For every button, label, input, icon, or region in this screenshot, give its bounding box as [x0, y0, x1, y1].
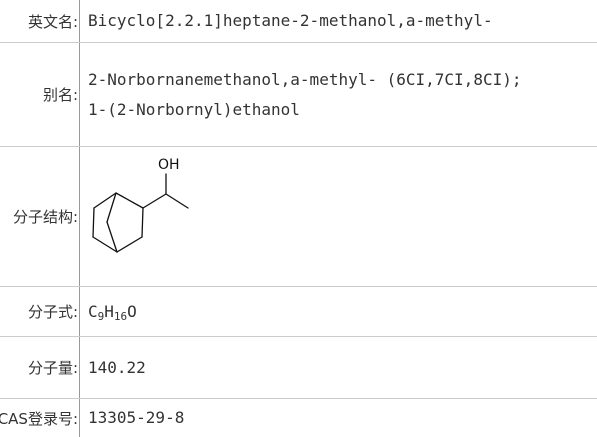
- structure-label: 分子结构:: [0, 147, 80, 286]
- cas-text: 13305-29-8: [88, 408, 185, 427]
- bridge-bond-2: [106, 221, 118, 253]
- row-cas: CAS登录号: 13305-29-8: [0, 399, 597, 437]
- formula-text: C9H16O: [88, 301, 137, 323]
- row-formula: 分子式: C9H16O: [0, 287, 597, 337]
- structure-image: OH: [84, 151, 204, 271]
- alias-line-2: 1-(2-Norbornyl)ethanol: [88, 99, 300, 119]
- bond-5: [116, 236, 143, 253]
- side-chain-bond-1: [142, 193, 167, 209]
- english-name-value: Bicyclo[2.2.1]heptane-2-methanol,a-methy…: [88, 0, 597, 42]
- row-structure: 分子结构: OH: [0, 147, 597, 287]
- row-weight: 分子量: 140.22: [0, 337, 597, 399]
- side-chain-bond-2: [165, 193, 189, 209]
- bond-1: [92, 207, 95, 238]
- bridge-bond-1: [106, 192, 117, 223]
- weight-value: 140.22: [88, 337, 597, 398]
- english-name-label: 英文名:: [0, 0, 80, 42]
- alias-label: 别名:: [0, 43, 80, 146]
- cas-label: CAS登录号:: [0, 399, 80, 437]
- weight-label: 分子量:: [0, 337, 80, 398]
- bond-3: [115, 192, 144, 209]
- formula-label: 分子式:: [0, 287, 80, 336]
- bond-2: [93, 192, 117, 209]
- alias-value: 2-Norbornanemethanol,a-methyl- (6CI,7CI,…: [88, 43, 597, 146]
- formula-value: C9H16O: [88, 287, 597, 336]
- molecule-structure-svg: OH: [92, 157, 189, 253]
- bond-4: [141, 207, 144, 238]
- oh-atom-label: OH: [158, 157, 180, 173]
- weight-text: 140.22: [88, 357, 146, 377]
- row-alias: 别名: 2-Norbornanemethanol,a-methyl- (6CI,…: [0, 43, 597, 147]
- bond-6: [92, 236, 118, 253]
- row-english-name: 英文名: Bicyclo[2.2.1]heptane-2-methanol,a-…: [0, 0, 597, 43]
- cas-value: 13305-29-8: [88, 399, 597, 437]
- english-name-text: Bicyclo[2.2.1]heptane-2-methanol,a-methy…: [88, 11, 493, 30]
- alias-line-1: 2-Norbornanemethanol,a-methyl- (6CI,7CI,…: [88, 69, 522, 89]
